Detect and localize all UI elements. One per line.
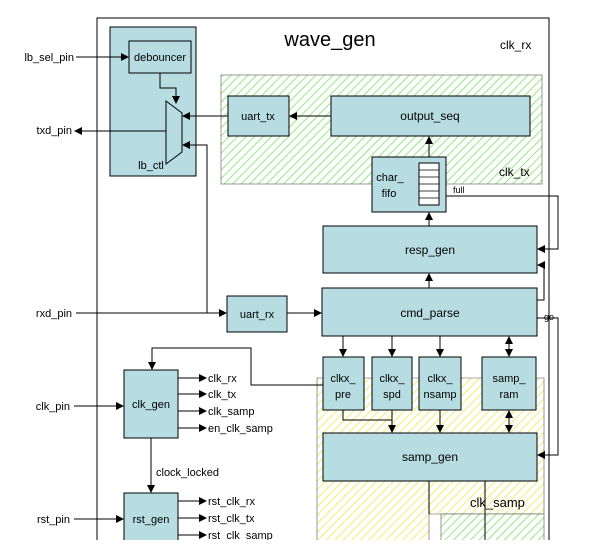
go-signal-label: go (544, 312, 554, 322)
clkx-nsamp-label-1: clkx_ (427, 373, 453, 385)
uart-rx-block (226, 295, 288, 333)
wire-full (446, 195, 559, 253)
lb-sel-pin-label: lb_sel_pin (24, 52, 74, 64)
char-fifo-label-1: char_ (376, 172, 404, 184)
wire-rxd-loopback (182, 141, 208, 313)
samp-ram-label-2: ram (500, 389, 519, 401)
domain-label-clk-samp: clk_samp (470, 495, 525, 510)
wires (74, 53, 559, 545)
rst-clk-tx-signal-label: rst_clk_tx (208, 513, 255, 525)
clkx-spd-label-1: clkx_ (379, 373, 405, 385)
domain-label-clk-rx: clk_rx (500, 38, 531, 52)
clkx-pre-label-2: pre (335, 389, 351, 401)
wave-gen-frame (96, 17, 550, 545)
resp-gen-label: resp_gen (405, 243, 455, 257)
clkx-pre-label-1: clkx_ (330, 373, 356, 385)
clkx-spd-block (371, 356, 413, 411)
wire-clkx-pre-clk-gen (148, 347, 323, 386)
samp-gen-block (322, 432, 538, 482)
clk-rx-signal-label: clk_rx (208, 373, 237, 385)
clkx-nsamp-label-2: nsamp (423, 389, 456, 401)
resp-gen-block (322, 225, 538, 274)
rst-pin-label: rst_pin (37, 514, 70, 526)
en-clk-samp-signal-label: en_clk_samp (208, 423, 273, 435)
debouncer-label: debouncer (134, 52, 186, 64)
cmd-parse-label: cmd_parse (400, 306, 460, 320)
cmd-parse-block (321, 287, 538, 337)
wire-go (537, 317, 559, 459)
output-seq-label: output_seq (400, 109, 459, 123)
uart-tx-label: uart_tx (241, 111, 275, 123)
output-seq-block (330, 95, 531, 137)
clk-gen-block (123, 369, 179, 439)
clk-samp-signal-label: clk_samp (208, 406, 254, 418)
wire-debouncer-mux (159, 73, 180, 104)
clk-gen-label: clk_gen (132, 399, 170, 411)
lb-ctl-label: lb_ctl (138, 160, 164, 172)
clk-pin-label: clk_pin (36, 401, 70, 413)
rst-gen-label: rst_gen (133, 514, 170, 526)
samp-gen-label: samp_gen (402, 450, 458, 464)
samp-ram-label-1: samp_ (492, 373, 526, 385)
char-fifo-label-2: fifo (382, 188, 397, 200)
txd-pin-label: txd_pin (37, 125, 72, 137)
clkx-spd-label-2: spd (383, 389, 401, 401)
debouncer-block (128, 40, 192, 74)
full-signal-label: full (453, 185, 465, 195)
uart-tx-block (227, 95, 290, 137)
clk-tx-domain-lower (440, 513, 545, 545)
rxd-pin-label: rxd_pin (36, 308, 72, 320)
rst-clk-rx-signal-label: rst_clk_rx (208, 496, 256, 508)
rst-clk-samp-signal-label: rst_clk_samp (208, 530, 273, 540)
clkx-nsamp-block (418, 356, 462, 411)
rst-gen-block (123, 492, 179, 545)
clk-tx-signal-label: clk_tx (208, 389, 237, 401)
clock-locked-signal-label: clock_locked (156, 467, 219, 479)
clkx-pre-block (322, 356, 365, 411)
domain-label-clk-tx: clk_tx (499, 165, 530, 179)
uart-rx-label: uart_rx (240, 309, 275, 321)
wire-resp-cmd-right (537, 261, 545, 301)
diagram-title: wave_gen (283, 29, 375, 51)
fifo-queue-icon (418, 162, 440, 206)
loopback-mux (165, 100, 183, 165)
